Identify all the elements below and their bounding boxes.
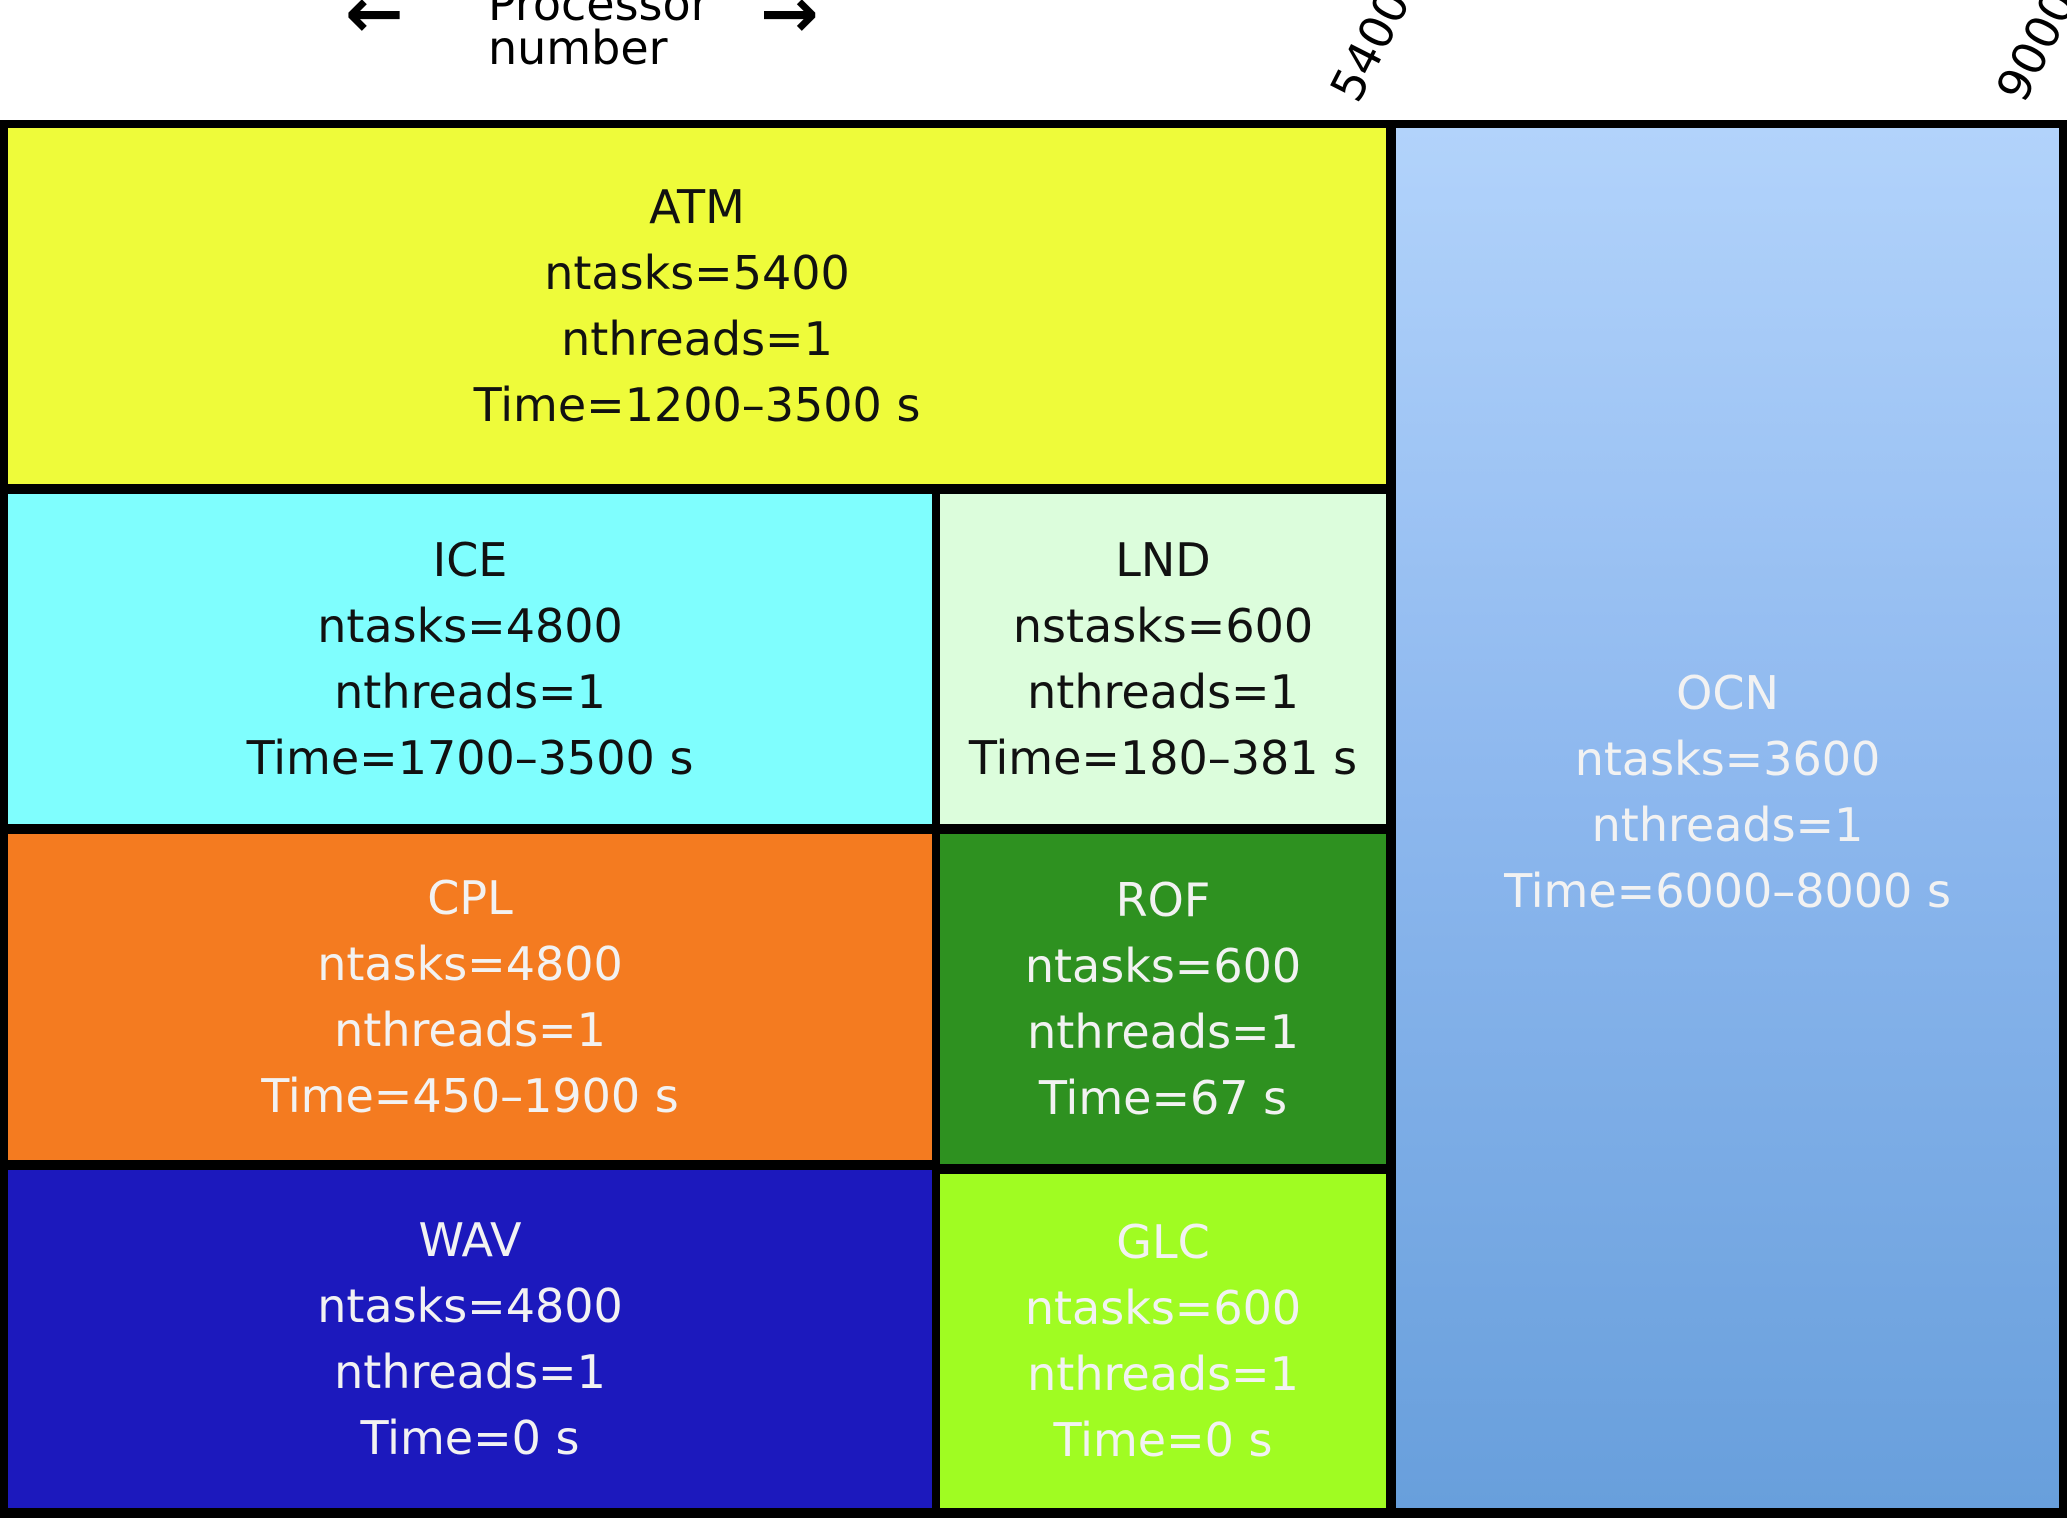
processor-layout-frame: ATM ntasks=5400 nthreads=1 Time=1200–350… bbox=[0, 120, 2067, 1518]
component-name: GLC bbox=[1116, 1215, 1210, 1269]
component-nthreads: nthreads=1 bbox=[561, 312, 833, 366]
component-block-cpl: CPL ntasks=4800 nthreads=1 Time=450–1900… bbox=[8, 834, 932, 1160]
component-time: Time=1200–3500 s bbox=[473, 378, 921, 432]
component-name: WAV bbox=[418, 1213, 522, 1267]
component-name: OCN bbox=[1676, 666, 1779, 720]
component-ntasks: ntasks=4800 bbox=[317, 937, 623, 991]
component-block-wav: WAV ntasks=4800 nthreads=1 Time=0 s bbox=[8, 1170, 932, 1508]
component-nthreads: nthreads=1 bbox=[1027, 1347, 1299, 1401]
component-nthreads: nthreads=1 bbox=[1027, 665, 1299, 719]
component-nthreads: nthreads=1 bbox=[334, 1003, 606, 1057]
component-time: Time=450–1900 s bbox=[261, 1069, 679, 1123]
component-nthreads: nthreads=1 bbox=[334, 665, 606, 719]
component-time: Time=1700–3500 s bbox=[246, 731, 694, 785]
axis-title-line1: Processor bbox=[488, 0, 710, 31]
diagram-header: ← Processor number → 5400 9000 bbox=[0, 0, 2067, 122]
axis-title: Processor number bbox=[488, 0, 710, 75]
component-nthreads: nthreads=1 bbox=[1591, 798, 1864, 852]
component-time: Time=6000–8000 s bbox=[1504, 864, 1951, 918]
component-block-atm: ATM ntasks=5400 nthreads=1 Time=1200–350… bbox=[8, 128, 1386, 484]
component-ntasks: ntasks=3600 bbox=[1574, 732, 1881, 786]
component-ntasks: ntasks=5400 bbox=[544, 246, 850, 300]
component-name: ICE bbox=[432, 533, 508, 587]
component-name: ROF bbox=[1115, 873, 1211, 927]
component-ntasks: ntasks=600 bbox=[1024, 1281, 1302, 1335]
component-time: Time=0 s bbox=[1053, 1413, 1273, 1467]
component-nthreads: nthreads=1 bbox=[1027, 1005, 1299, 1059]
component-time: Time=180–381 s bbox=[968, 731, 1358, 785]
component-ntasks: ntasks=4800 bbox=[317, 599, 623, 653]
component-time: Time=0 s bbox=[360, 1411, 580, 1465]
component-nthreads: nthreads=1 bbox=[334, 1345, 606, 1399]
component-block-rof: ROF ntasks=600 nthreads=1 Time=67 s bbox=[940, 834, 1386, 1164]
tick-label-5400: 5400 bbox=[1319, 0, 1421, 110]
component-name: LND bbox=[1115, 533, 1211, 587]
component-name: ATM bbox=[649, 180, 745, 234]
right-arrow-icon: → bbox=[760, 0, 819, 54]
left-arrow-icon: ← bbox=[345, 0, 404, 54]
component-ntasks: nstasks=600 bbox=[1012, 599, 1314, 653]
axis-title-line2: number bbox=[488, 21, 668, 75]
tick-label-9000: 9000 bbox=[1985, 0, 2067, 110]
component-name: CPL bbox=[427, 871, 513, 925]
component-block-ocn: OCN ntasks=3600 nthreads=1 Time=6000–800… bbox=[1396, 128, 2059, 1508]
component-ntasks: ntasks=4800 bbox=[317, 1279, 623, 1333]
component-ntasks: ntasks=600 bbox=[1024, 939, 1302, 993]
component-time: Time=67 s bbox=[1038, 1071, 1288, 1125]
component-block-ice: ICE ntasks=4800 nthreads=1 Time=1700–350… bbox=[8, 494, 932, 824]
component-block-glc: GLC ntasks=600 nthreads=1 Time=0 s bbox=[940, 1174, 1386, 1508]
component-block-lnd: LND nstasks=600 nthreads=1 Time=180–381 … bbox=[940, 494, 1386, 824]
